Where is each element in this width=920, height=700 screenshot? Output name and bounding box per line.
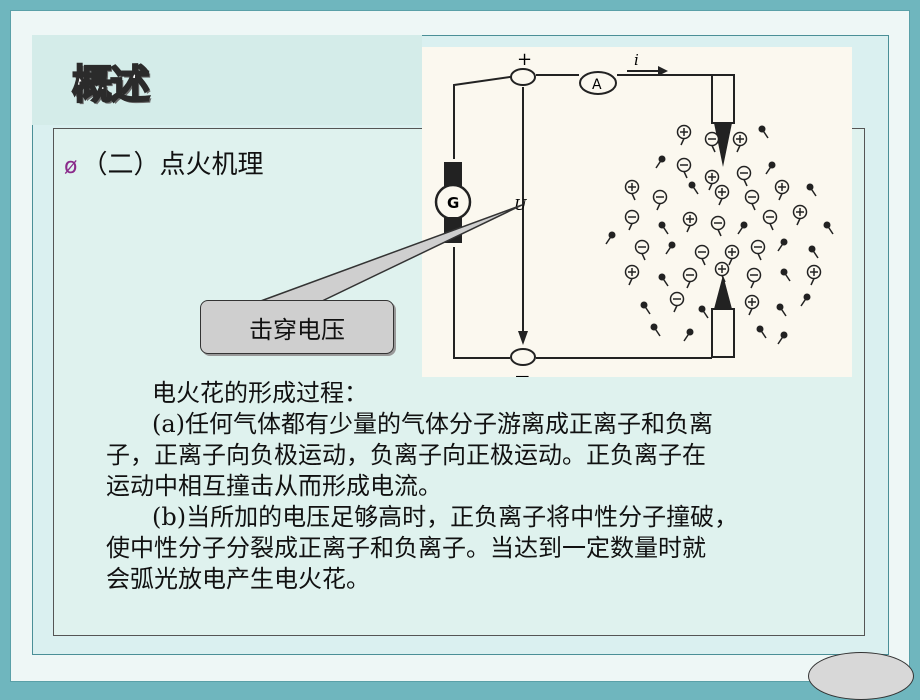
ion-tail [757,253,762,261]
generator-bottom-block [444,217,462,243]
body-line: 使中性分子分裂成正离子和负离子。当达到一定数量时就 [106,534,706,562]
bullet-heading: ø（二）点火机理 [64,144,263,181]
ion-tail [721,275,726,283]
electron-trail [783,271,791,282]
bullet-icon: ø [64,154,78,179]
body-text: 电火花的形成过程： (a)任何气体都有少量的气体分子游离成正离子和负离 子，正离… [106,378,866,595]
bottom-electrode-tip [714,275,732,309]
ion-tail [641,253,646,261]
bottom-electrode-body [711,308,735,358]
wire-top-left [453,74,525,159]
ion-tail [718,198,723,206]
electron-trail [779,306,787,317]
ion-tail [728,258,733,266]
ion-tail [750,281,755,289]
body-line: 电火花的形成过程： [152,379,368,407]
top-electrode-body [711,74,735,124]
ion-tail [717,229,722,237]
ion-tail [711,145,716,153]
body-line: (b)当所加的电压足够高时，正负离子将中性分子撞破， [152,503,739,531]
ion-tail [628,278,633,286]
electron-trail [665,244,673,255]
electron-trail [691,184,699,195]
ion-tail [810,278,815,286]
generator-top-block [444,162,462,188]
electron-trail [661,276,669,287]
breakdown-voltage-callout: 击穿电压 [200,300,394,354]
ion-tail [631,193,636,201]
ammeter-label: A [592,77,602,93]
electron-trail [683,331,691,342]
ion-cloud [605,124,834,345]
ion-tail [769,223,774,231]
slide-title: 概述 [71,61,151,109]
bullet-heading-text: （二）点火机理 [81,150,264,180]
electron-trail [653,326,661,337]
electron-trail [655,158,663,169]
ion-tail [673,305,678,313]
electron-trail [777,241,785,252]
body-line: 会弧光放电产生电火花。 [106,565,370,593]
minus-label: − [514,364,531,377]
electron-trail [800,296,808,307]
ion-tail [751,203,756,211]
callout-text: 击穿电压 [249,315,345,344]
discharge-figure: + − A i G U [422,47,852,388]
ion-tail [686,281,691,289]
ion-tail [628,223,633,231]
body-line: 子，正离子向负极运动，负离子向正极运动。正负离子在 [106,441,706,469]
plus-label: + [517,49,532,70]
electron-trail [809,186,817,197]
current-label: i [634,51,639,69]
electron-trail [661,224,669,235]
electron-trail [759,328,767,339]
current-arrow-head [658,66,668,76]
top-electrode-tip [714,123,732,167]
ion-tail [778,193,783,201]
ion-tail [683,171,688,179]
electron-trail [605,234,613,245]
body-line: (a)任何气体都有少量的气体分子游离成正离子和负离 [152,410,714,438]
ammeter-icon [579,71,617,95]
ion-tail [743,179,748,187]
electron-trail [826,224,834,235]
electron-trail [737,224,745,235]
wire-bottom-left [453,247,510,359]
voltage-label: U [514,196,528,214]
electron-trail [811,248,819,259]
ion-tail [680,138,685,146]
electron-trail [643,304,651,315]
ion-tail [748,308,753,316]
title-strip [32,35,422,125]
ion-tail [656,203,661,211]
electron-trail [765,164,773,175]
circuit-diagram: + − A i G U [434,49,834,388]
ion-tail [701,258,706,266]
terminal-top [510,68,536,86]
nav-oval-button[interactable] [808,652,914,700]
ion-tail [736,145,741,153]
ion-tail [708,183,713,191]
electron-trail [777,334,785,345]
electron-trail [761,128,769,139]
terminal-bottom [510,348,536,366]
voltage-arrow-head [518,331,528,345]
electron-trail [701,308,709,319]
ion-tail [686,225,691,233]
generator-label: G [447,194,459,212]
ion-tail [796,218,801,226]
body-line: 运动中相互撞击从而形成电流。 [106,472,442,500]
